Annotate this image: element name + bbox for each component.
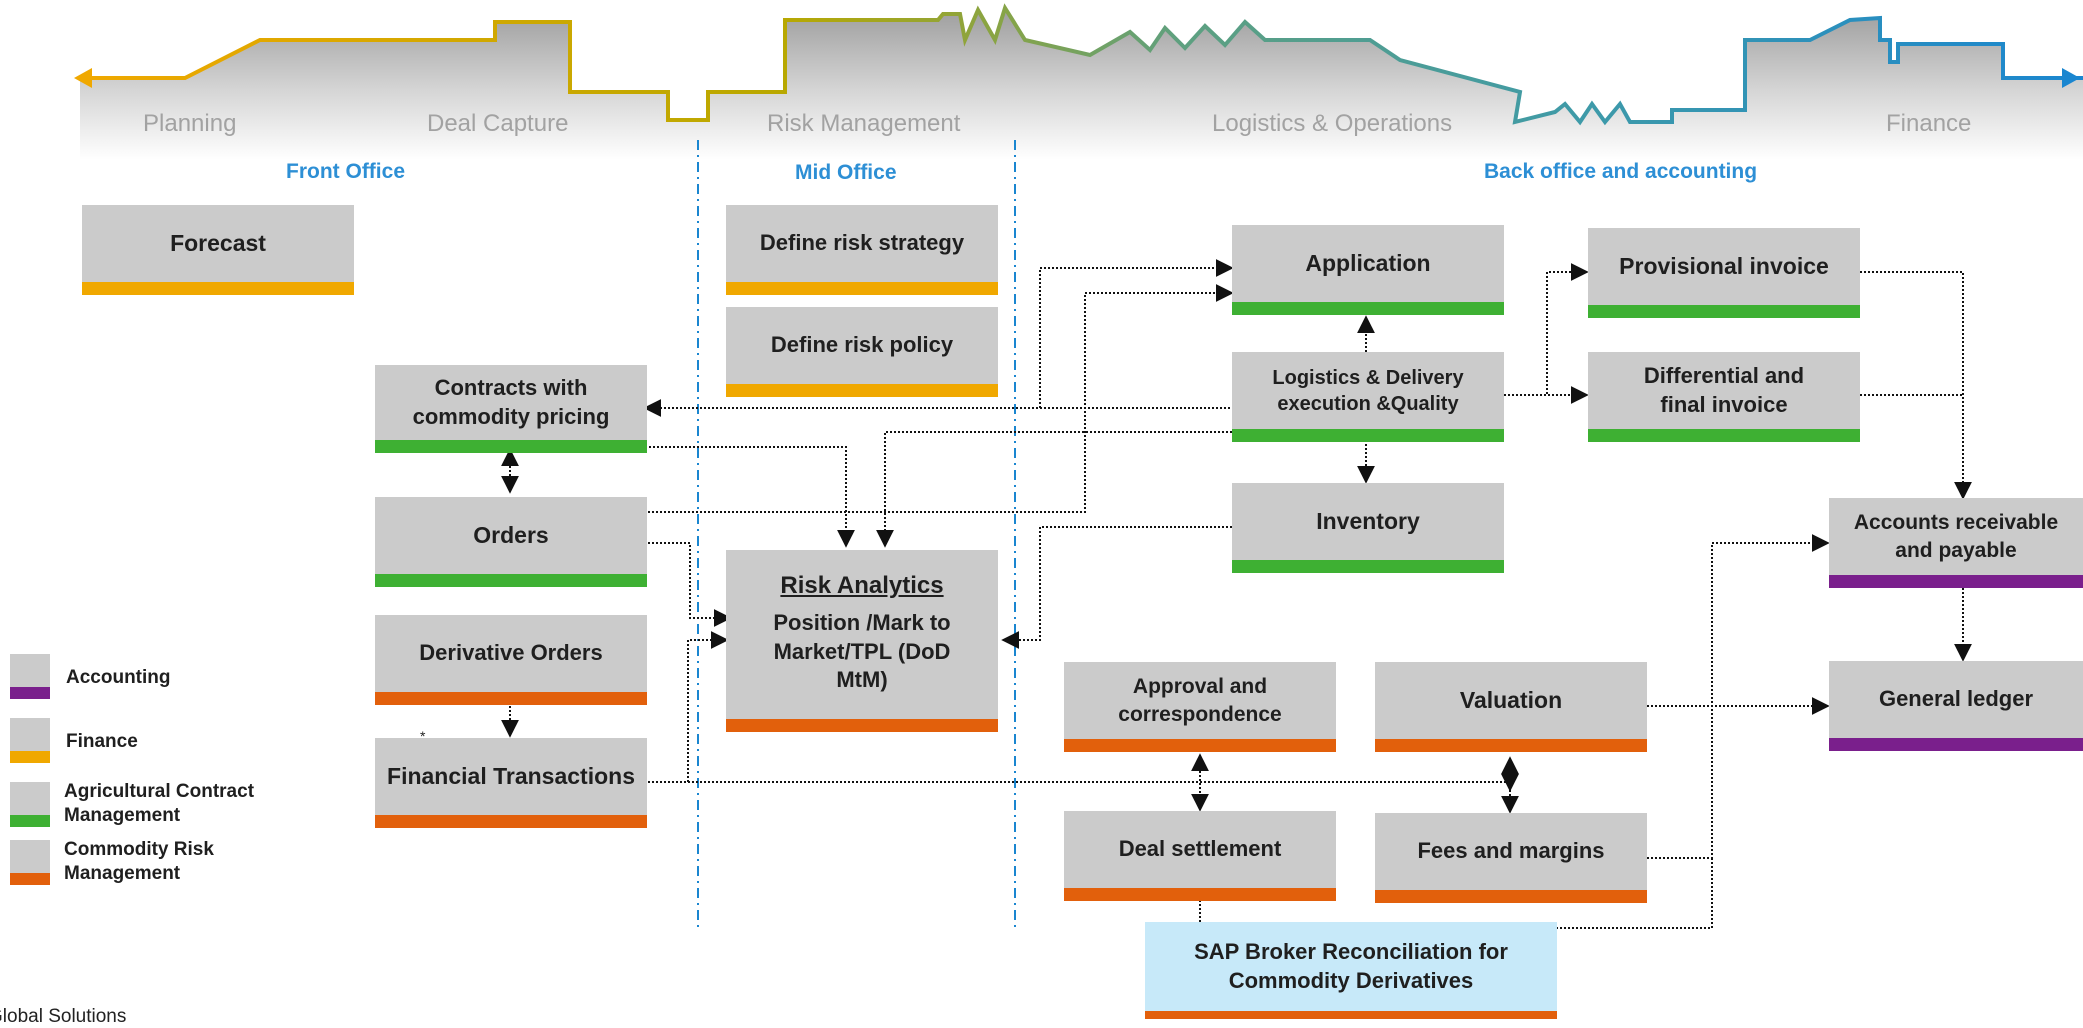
box-approval-label: Approval and correspondence	[1118, 675, 1282, 726]
acm-bar	[1588, 429, 1860, 442]
box-differential-invoice: Differential and final invoice	[1588, 352, 1860, 442]
box-contracts-label: Contracts with commodity pricing	[412, 374, 610, 429]
legend-label-acm: Agricultural Contract Management	[64, 781, 255, 826]
finance-bar	[82, 282, 354, 295]
finance-bar	[726, 282, 998, 295]
footer-text: Global Solutions	[0, 1006, 127, 1027]
box-valuation-label: Valuation	[1459, 686, 1563, 713]
stage-deal-capture: Deal Capture	[427, 110, 569, 137]
stage-logistics-operations: Logistics & Operations	[1212, 110, 1453, 137]
box-financial-transactions-label: Financial Transactions	[387, 762, 635, 789]
crm-bar	[1375, 739, 1647, 752]
box-provisional-invoice: Provisional invoice	[1588, 228, 1860, 318]
box-application: Application	[1232, 225, 1504, 315]
crm-bar	[726, 719, 998, 732]
asterisk-note: *	[420, 728, 426, 744]
risk-analytics-body: Position /Mark to Market/TPL (DoD MtM)	[773, 610, 951, 693]
crm-bar	[375, 692, 647, 705]
box-derivative-orders-label: Derivative Orders	[419, 640, 603, 666]
box-orders-label: Orders	[473, 521, 549, 548]
crm-bar	[1375, 890, 1647, 903]
box-fees-margins-label: Fees and margins	[1417, 838, 1605, 864]
crm-bar	[1064, 739, 1336, 752]
box-accounts: Accounts receivable and payable	[1829, 498, 2083, 588]
crm-bar	[1145, 1011, 1557, 1019]
office-back: Back office and accounting	[1484, 160, 1758, 183]
crm-bar	[10, 873, 50, 885]
box-broker-reconciliation: SAP Broker Reconciliation for Commodity …	[1145, 922, 1557, 1019]
office-front: Front Office	[286, 160, 405, 183]
legend-label-finance: Finance	[66, 731, 138, 752]
box-define-risk-policy-label: Define risk policy	[770, 332, 954, 358]
box-approval: Approval and correspondence	[1064, 662, 1336, 752]
box-risk-analytics: Risk Analytics Position /Mark to Market/…	[726, 550, 998, 732]
box-valuation: Valuation	[1375, 662, 1647, 752]
box-forecast: Forecast	[82, 205, 354, 295]
stage-finance: Finance	[1886, 110, 1972, 137]
acm-bar	[375, 574, 647, 587]
accounting-bar	[10, 687, 50, 699]
box-general-ledger-label: General ledger	[1878, 686, 2034, 712]
stage-planning: Planning	[143, 110, 237, 137]
box-deal-settlement: Deal settlement	[1064, 811, 1336, 901]
box-logistics: Logistics & Delivery execution &Quality	[1232, 352, 1504, 442]
stage-risk-management: Risk Management	[767, 110, 961, 137]
legend-swatch-finance	[10, 718, 50, 763]
box-define-risk-strategy-label: Define risk strategy	[759, 230, 965, 256]
legend-label-crm: Commodity Risk Management	[64, 839, 214, 884]
legend-swatch-crm	[10, 840, 50, 885]
legend-swatch-accounting	[10, 654, 50, 699]
box-derivative-orders: Derivative Orders	[375, 615, 647, 705]
finance-bar	[10, 751, 50, 763]
acm-bar	[10, 815, 50, 827]
acm-bar	[1232, 302, 1504, 315]
box-orders: Orders	[375, 497, 647, 587]
finance-bar	[726, 384, 998, 397]
accounting-bar	[1829, 738, 2083, 751]
box-define-risk-strategy: Define risk strategy	[726, 205, 998, 295]
box-inventory: Inventory	[1232, 483, 1504, 573]
box-contracts: Contracts with commodity pricing	[375, 365, 647, 453]
box-accounts-label: Accounts receivable and payable	[1853, 511, 2059, 562]
legend-swatch-acm	[10, 782, 50, 827]
box-general-ledger: General ledger	[1829, 661, 2083, 751]
box-financial-transactions: Financial Transactions	[375, 738, 647, 828]
box-fees-margins: Fees and margins	[1375, 813, 1647, 903]
accounting-bar	[1829, 575, 2083, 588]
connectors	[501, 259, 1972, 929]
box-provisional-invoice-label: Provisional invoice	[1619, 252, 1829, 279]
box-forecast-label: Forecast	[170, 229, 266, 256]
crm-bar	[375, 815, 647, 828]
box-differential-invoice-label: Differential and final invoice	[1643, 362, 1805, 417]
box-deal-settlement-label: Deal settlement	[1118, 836, 1282, 862]
box-application-label: Application	[1305, 249, 1431, 276]
acm-bar	[1588, 305, 1860, 318]
box-broker-reconciliation-label: SAP Broker Reconciliation for Commodity …	[1194, 938, 1508, 993]
office-mid: Mid Office	[795, 161, 897, 184]
acm-bar	[1232, 560, 1504, 573]
process-skyline	[74, 3, 2083, 160]
acm-bar	[375, 440, 647, 453]
box-inventory-label: Inventory	[1316, 507, 1420, 534]
acm-bar	[1232, 429, 1504, 442]
box-define-risk-policy: Define risk policy	[726, 307, 998, 397]
crm-bar	[1064, 888, 1336, 901]
legend-label-accounting: Accounting	[66, 667, 171, 688]
box-logistics-label: Logistics & Delivery execution &Quality	[1272, 366, 1464, 415]
risk-analytics-title: Risk Analytics	[780, 572, 944, 599]
